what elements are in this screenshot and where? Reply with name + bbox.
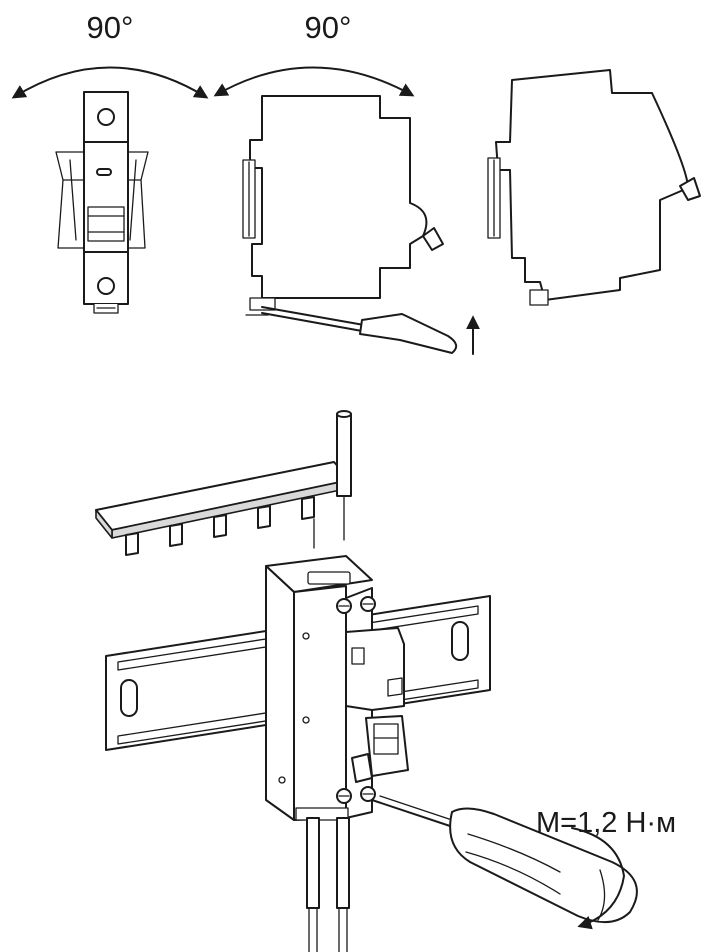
breaker-front-view [55, 91, 149, 314]
breaker-removed-view [487, 69, 701, 306]
angle-label-left: 90° [87, 10, 134, 45]
busbar-comb [95, 461, 351, 556]
breaker-side-view [242, 95, 444, 316]
rotation-arrow-icon-2 [213, 66, 415, 97]
torque-label: M=1,2 Н·м [536, 807, 676, 839]
output-wires [306, 817, 350, 952]
screwdriver-icon-2 [371, 795, 638, 923]
supply-wire-top [313, 410, 352, 549]
circuit-breaker [265, 555, 409, 821]
angle-label-middle: 90° [305, 10, 352, 45]
torque-arrow-icon [571, 827, 625, 930]
screwdriver-icon [261, 306, 458, 354]
rotation-arrow-icon [11, 66, 209, 99]
